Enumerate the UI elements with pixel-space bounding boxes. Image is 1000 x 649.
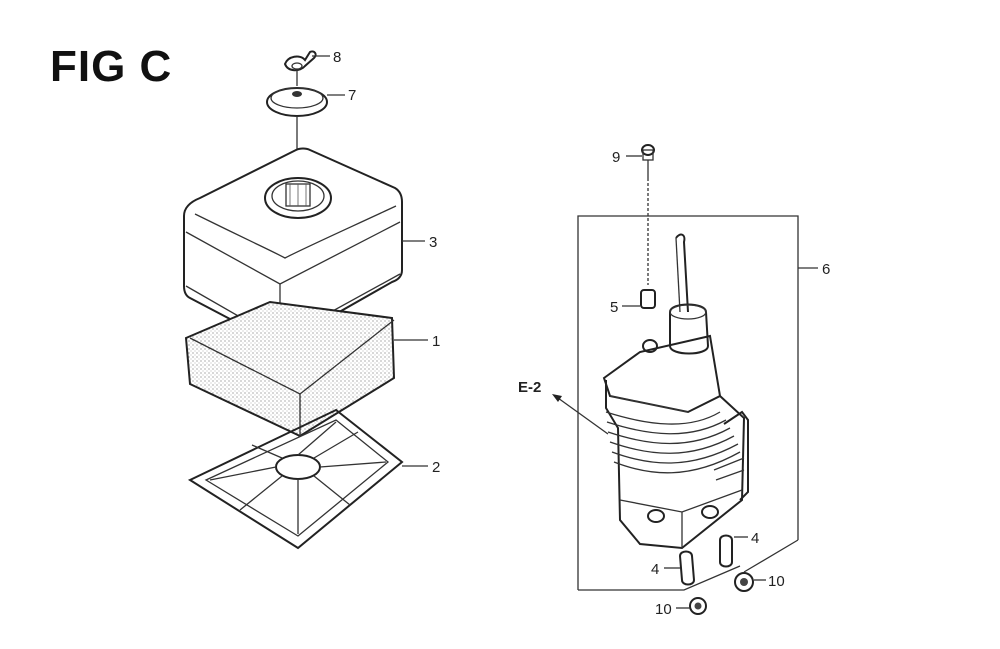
wing-nut-part-8 (283, 50, 330, 86)
part-6-bracket-bottom (578, 539, 799, 591)
figure-title: FIG C (50, 42, 173, 91)
foam-element-part-1 (184, 300, 428, 438)
part-6-bracket-frame (577, 215, 818, 590)
seal-washer-part-7 (266, 87, 345, 150)
callout-10-right: 10 (768, 573, 785, 590)
reference-e2: E-2 (518, 379, 541, 396)
bolt-part-9 (626, 144, 655, 285)
element-case-part-6 (552, 233, 749, 550)
callout-1: 1 (432, 333, 440, 350)
nut-part-10-right (734, 572, 766, 592)
pin-part-4-left (664, 550, 696, 586)
callout-6: 6 (822, 261, 830, 278)
collar-part-5 (622, 289, 656, 309)
element-grid-part-2 (187, 408, 428, 550)
pin-part-4-right (719, 534, 748, 568)
callout-7: 7 (348, 87, 356, 104)
callout-8: 8 (333, 49, 341, 66)
callout-10-left: 10 (655, 601, 672, 618)
nut-part-10-left (676, 597, 707, 615)
callout-4-right: 4 (751, 530, 759, 547)
callout-3: 3 (429, 234, 437, 251)
callout-9: 9 (612, 149, 620, 166)
callout-5: 5 (610, 299, 618, 316)
callout-2: 2 (432, 459, 440, 476)
callout-4-left: 4 (651, 561, 659, 578)
